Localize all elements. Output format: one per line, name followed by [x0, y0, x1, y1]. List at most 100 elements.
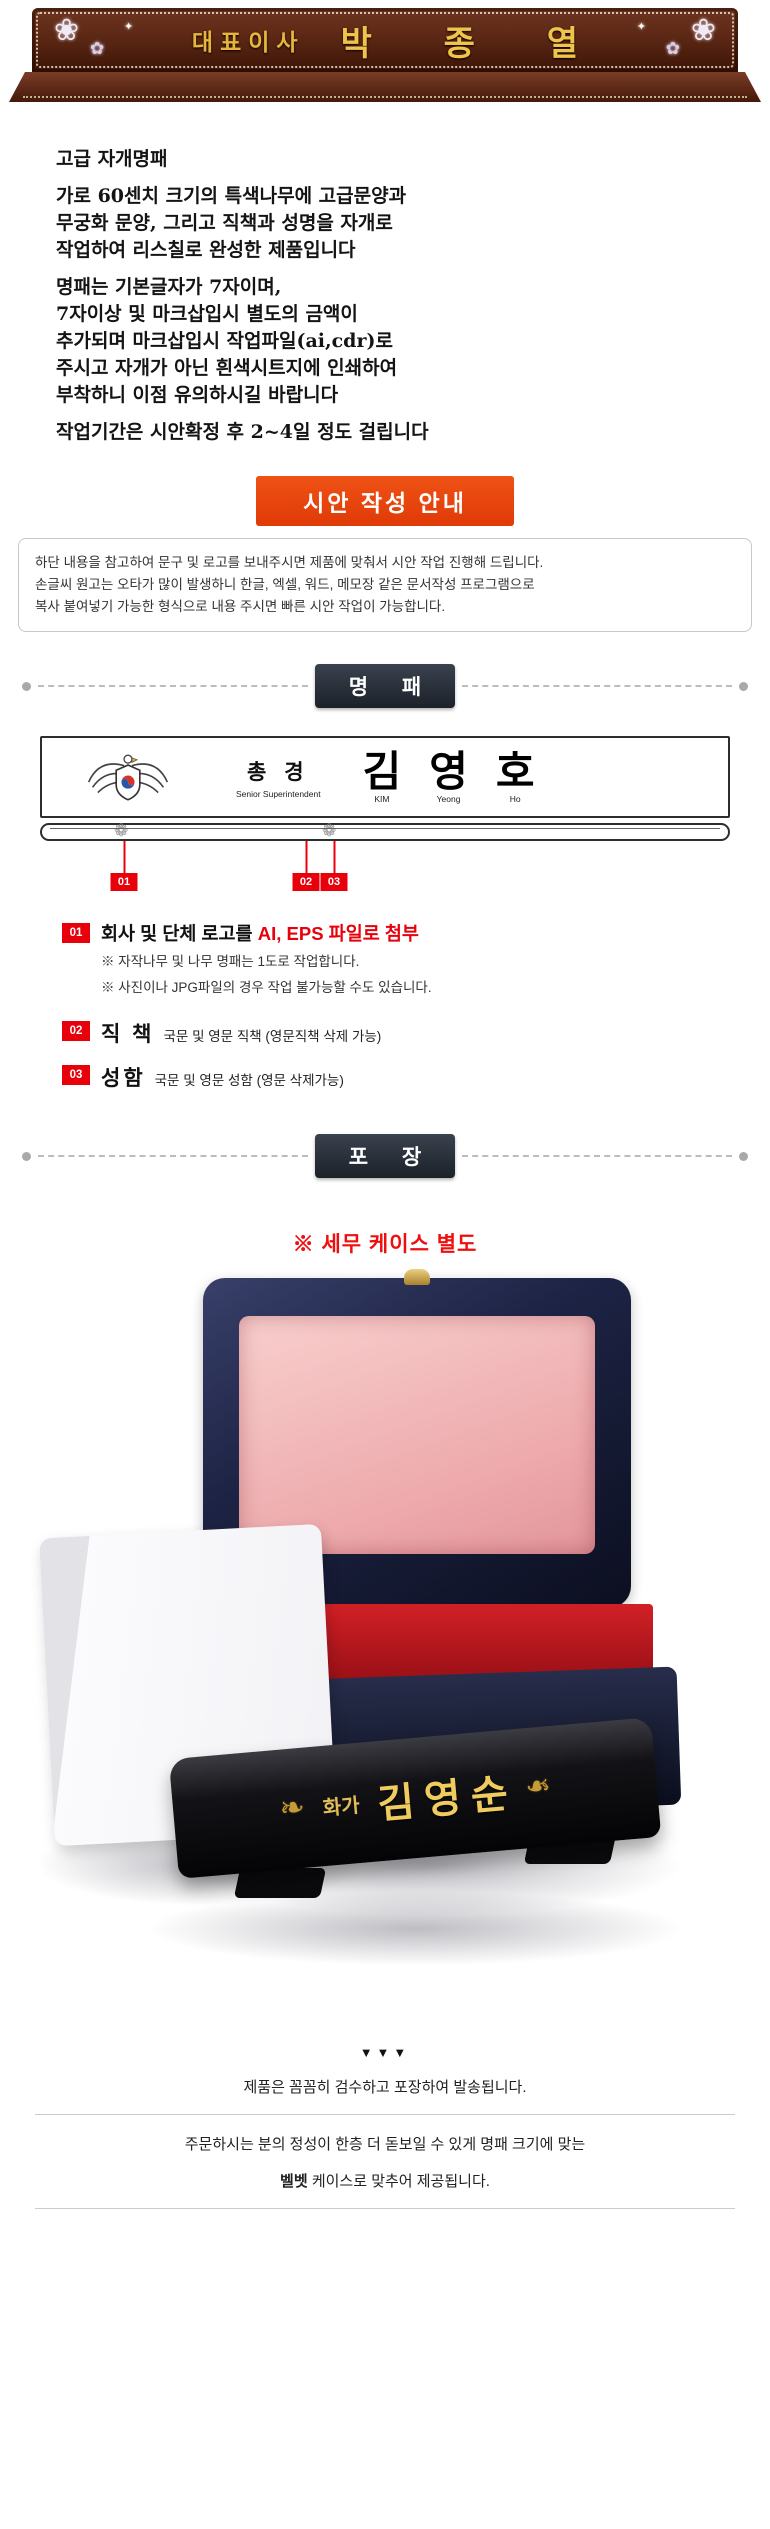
note-badge: 01: [62, 923, 90, 943]
inlay-ornament-icon: ❁: [322, 821, 337, 840]
down-arrows-icon: ▼▼▼: [359, 2045, 411, 2060]
divider-dot: [739, 681, 749, 691]
note-desc: 국문 및 영문 직책 (영문직책 삭제 가능): [163, 1029, 382, 1044]
marker-line: [123, 841, 125, 873]
note-item-03: 03 성함 국문 및 영문 성함 (영문 삭제가능): [62, 1062, 722, 1092]
section-divider-nameplate: 명 패: [22, 664, 749, 708]
police-emblem-icon: [87, 754, 169, 801]
note-item-02: 02 직 책 국문 및 영문 직책 (영문직책 삭제 가능): [62, 1018, 722, 1048]
diagram-base: ❁ ❁: [40, 821, 730, 841]
note-title: 성함: [101, 1067, 146, 1090]
note-title: 직 책: [101, 1023, 155, 1046]
guide-line: 복사 붙여넣기 가능한 형식으로 내용 주시면 빠른 시안 작업이 가능합니다.: [35, 599, 446, 614]
footer-text: 케이스로 맞추어 제공됩니다.: [307, 2173, 490, 2190]
case-plate-title: 화가: [321, 1792, 361, 1820]
hero-photo: ❀ ✿ ✦ ❀ ✿ ✦ 대표이사 박 종 열: [9, 0, 761, 102]
case-lid: [203, 1269, 631, 1608]
intro-line: 가로 60센치 크기의 특색나무에 고급문양과: [56, 185, 407, 207]
note-desc: 국문 및 영문 성함 (영문 삭제가능): [154, 1073, 344, 1088]
guide-banner: 시안 작성 안내: [256, 476, 514, 526]
section-divider-packing: 포 장: [22, 1134, 749, 1178]
hero-nameplate-base: [9, 72, 761, 102]
inlay-ornament-icon: ❁: [114, 821, 129, 840]
name-korean: 영: [429, 746, 468, 796]
intro-text: 고급 자개명패 가로 60센치 크기의 특색나무에 고급문양과 무궁화 문양, …: [56, 146, 770, 446]
nameplate-diagram: 총 경 Senior Superintendent 김 KIM 영 Yeong …: [40, 736, 730, 898]
marker-number: 01: [110, 873, 138, 891]
position-block: 총 경 Senior Superintendent: [236, 756, 321, 799]
marker-line: [305, 841, 307, 873]
shadow: [145, 1891, 685, 1966]
guide-info-box: 하단 내용을 참고하여 문구 및 로고를 보내주시면 제품에 맞춰서 시안 작업…: [18, 538, 752, 632]
divider-dot: [22, 681, 31, 691]
intro-line: 명패는 기본글자가 7자이며,: [56, 276, 282, 298]
case-clasp: [404, 1269, 430, 1285]
hero-plate-name: 박 종 열: [340, 23, 609, 64]
sparkle-inlay-icon: ✦: [636, 21, 646, 33]
intro-line: 추가되며 마크삽입시 작업파일(ai,cdr)로: [56, 330, 393, 352]
guide-line: 손글씨 원고는 오타가 많이 발생하니 한글, 엑셀, 워드, 메모장 같은 문…: [35, 577, 535, 592]
intro-line: 작업기간은 시안확정 후 2~4일 정도 걸립니다: [56, 421, 429, 443]
sparkle-inlay-icon: ✦: [124, 21, 134, 33]
name-korean: 김: [362, 746, 402, 796]
note-item-01: 01 회사 및 단체 로고를 AI, EPS 파일로 첨부 ※ 자작나무 및 나…: [62, 920, 722, 998]
section-title-packing: 포 장: [314, 1134, 456, 1178]
footer-line: 제품은 꼼꼼히 검수하고 포장하여 발송됩니다.: [35, 2060, 735, 2115]
note-badge: 03: [62, 1065, 90, 1085]
position-korean: 총 경: [247, 760, 310, 784]
gold-flourish-icon: ❧: [523, 1769, 552, 1805]
note-badge: 02: [62, 1021, 90, 1041]
intro-line: 작업하여 리스칠로 완성한 제품입니다: [56, 239, 356, 261]
name-english: Yeong: [436, 793, 461, 804]
divider-line: [38, 1155, 308, 1157]
name-char: 김 KIM: [362, 746, 402, 804]
gold-flourish-icon: ❧: [278, 1790, 307, 1826]
case-extra-notice: ※ 세무 케이스 별도: [292, 1233, 478, 1256]
note-text: 회사 및 단체 로고를: [101, 923, 258, 944]
flower-inlay-icon: ❀: [54, 14, 80, 47]
footer-line: 벨벳 케이스로 맞추어 제공됩니다.: [35, 2160, 735, 2209]
hero-nameplate: ❀ ✿ ✦ ❀ ✿ ✦ 대표이사 박 종 열: [32, 8, 738, 72]
marker-01: 01: [110, 841, 138, 891]
intro-line: 주시고 자개가 아닌 흰색시트지에 인쇄하여: [56, 357, 398, 379]
footer-line: 주문하시는 분의 정성이 한층 더 돋보일 수 있게 명패 크기에 맞는: [184, 2136, 586, 2153]
name-char: 영 Yeong: [429, 746, 468, 804]
marker-03: 03: [320, 841, 348, 891]
note-sub: ※ 자작나무 및 나무 명패는 1도로 작업합니다.: [101, 954, 360, 969]
footer-notes: ▼▼▼ 제품은 꼼꼼히 검수하고 포장하여 발송됩니다. 주문하시는 분의 정성…: [0, 2045, 770, 2209]
divider-dot: [22, 1151, 31, 1161]
name-korean: 호: [495, 746, 535, 796]
intro-line: 무궁화 문양, 그리고 직책과 성명을 자개로: [56, 212, 393, 234]
flower-inlay-icon: ❀: [690, 14, 716, 47]
note-sub: ※ 사진이나 JPG파일의 경우 작업 불가능할 수도 있습니다.: [101, 980, 432, 995]
flower-inlay-icon: ✿: [665, 39, 680, 58]
footer-bold-text: 벨벳: [280, 2173, 308, 2190]
note-text-highlight: AI, EPS 파일로 첨부: [257, 923, 419, 944]
flower-inlay-icon: ✿: [90, 39, 105, 58]
marker-number: 02: [292, 873, 320, 891]
note-body: 성함 국문 및 영문 성함 (영문 삭제가능): [101, 1062, 344, 1092]
packaging-photo: ❧ 화가 김영순 ❧: [25, 1269, 745, 2011]
note-body: 직 책 국문 및 영문 직책 (영문직책 삭제 가능): [101, 1018, 381, 1048]
intro-title: 고급 자개명패: [56, 148, 168, 170]
name-block: 김 KIM 영 Yeong 호 Ho: [362, 746, 535, 804]
divider-line: [462, 685, 733, 687]
case-lid-lining: [239, 1316, 595, 1554]
marker-line: [333, 841, 335, 873]
name-english: Ho: [509, 793, 521, 804]
inlay-dot-border: [23, 96, 747, 98]
marker-02: 02: [292, 841, 320, 891]
hero-plate-title: 대표이사: [191, 29, 305, 56]
intro-line: 부착하니 이점 유의하시길 바랍니다: [56, 384, 339, 406]
divider-line: [38, 685, 308, 687]
guide-line: 하단 내용을 참고하여 문구 및 로고를 보내주시면 제품에 맞춰서 시안 작업…: [35, 555, 544, 570]
case-plate-name: 김영순: [375, 1769, 520, 1829]
divider-dot: [739, 1151, 749, 1161]
intro-line: 7자이상 및 마크삽입시 별도의 금액이: [56, 303, 358, 325]
divider-line: [462, 1155, 733, 1157]
section-title-nameplate: 명 패: [314, 664, 456, 708]
name-english: KIM: [374, 793, 390, 804]
position-english: Senior Superintendent: [236, 788, 321, 799]
note-main: 회사 및 단체 로고를 AI, EPS 파일로 첨부: [101, 920, 432, 946]
